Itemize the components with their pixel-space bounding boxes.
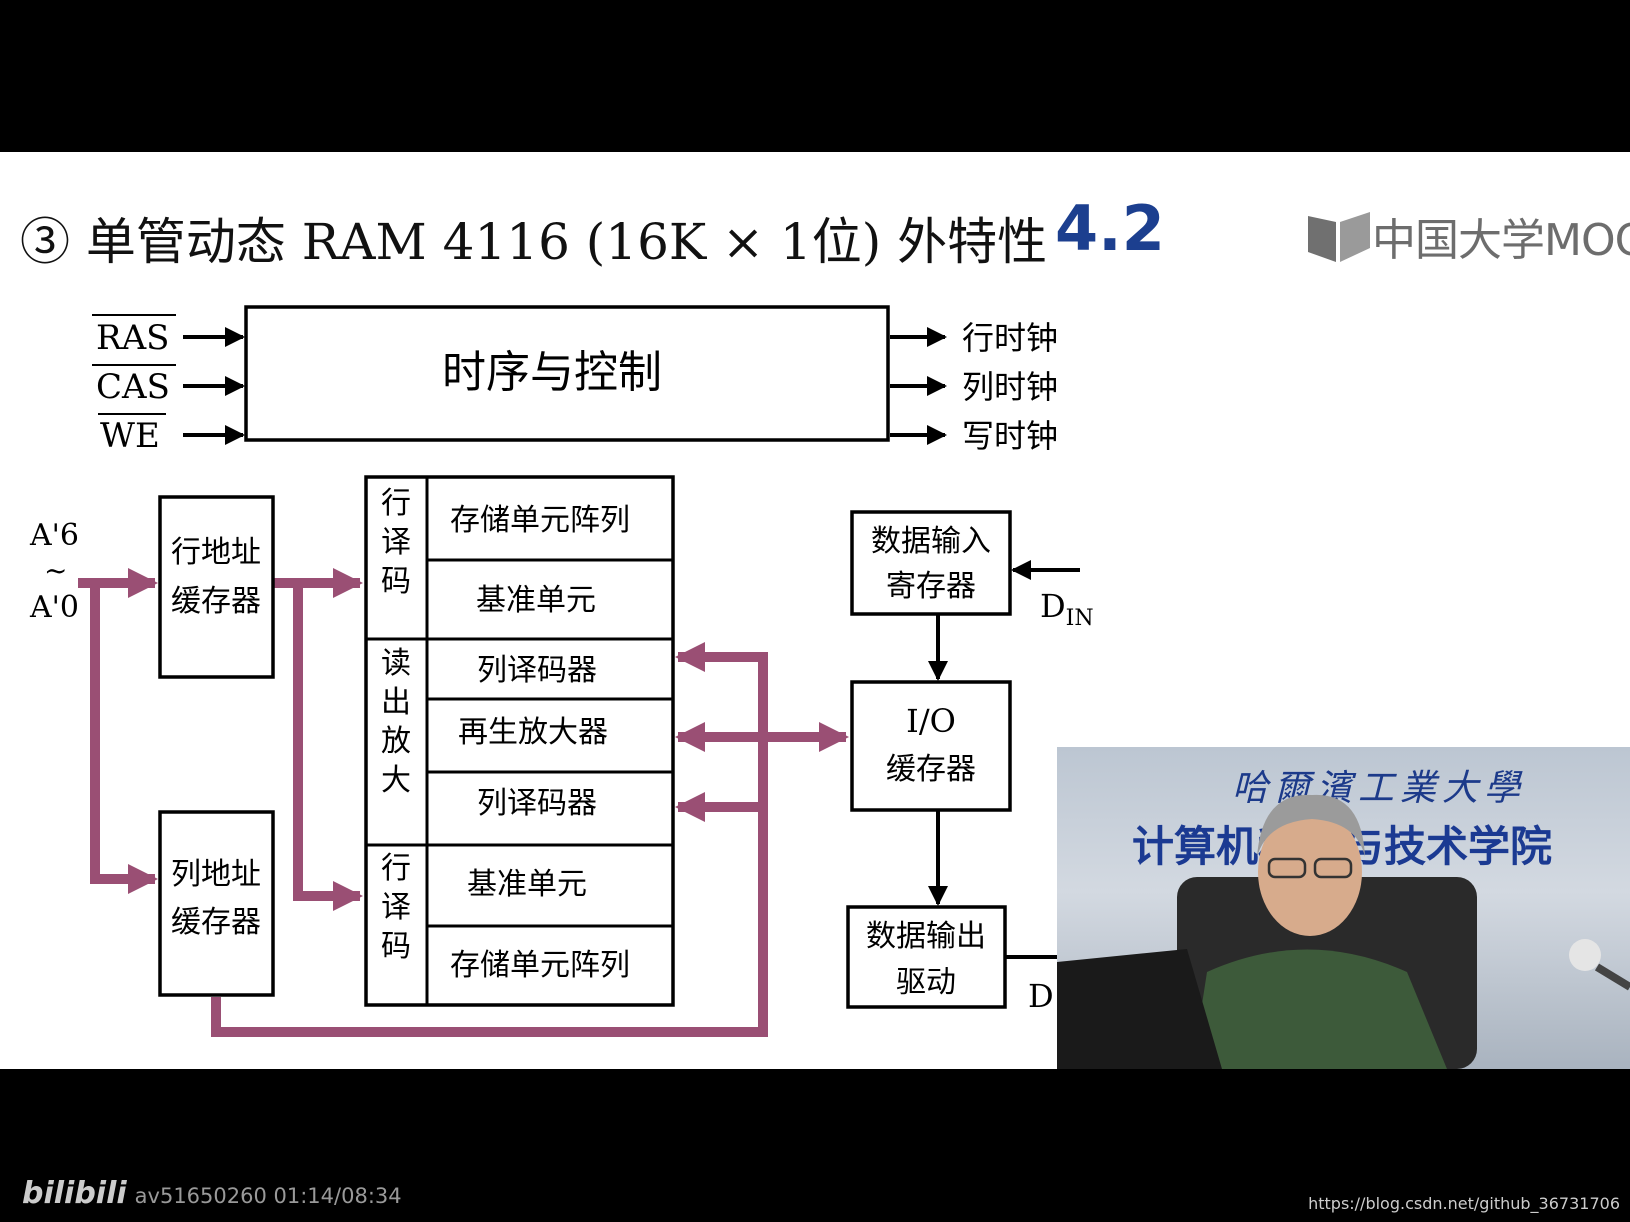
array-outline — [364, 475, 675, 1007]
sense-amp-char1: 读 — [381, 646, 411, 681]
row-decoder-bottom-char1: 行 — [381, 851, 411, 886]
row-decoder-top-char2: 译 — [381, 525, 411, 560]
din-subscript: IN — [1066, 606, 1094, 631]
row-clock-label: 行时钟 — [962, 319, 1058, 357]
lecturer-video[interactable]: 哈爾濱工業大學 计算机科学与技术学院 — [1057, 747, 1630, 1069]
memory-cell-array-bottom: 存储单元阵列 — [450, 948, 630, 983]
control-inputs: RAS CAS WE — [92, 314, 245, 456]
mooc-logo: 中国大学MOOC — [1306, 204, 1630, 268]
reference-cell-bottom: 基准单元 — [467, 867, 587, 902]
data-path: 数据输入 寄存器 DIN I/O 缓存器 数据输出 驱动 D — [846, 510, 1094, 1015]
bus-to-col-buffer — [90, 583, 158, 894]
bilibili-logo: bilibili — [22, 1176, 127, 1211]
address-input: A'6 ~ A'0 — [29, 518, 79, 625]
row-decoder-bottom-char3: 码 — [381, 929, 411, 964]
row-buffer-line1: 行地址 — [171, 535, 261, 570]
university-banner: 哈爾濱工業大學 — [1232, 768, 1527, 809]
reference-cell-top: 基准单元 — [476, 583, 596, 618]
glasses-left — [1267, 857, 1307, 879]
din-label: DIN — [1040, 587, 1094, 631]
bus-to-row-decoder-bottom — [293, 583, 363, 911]
lecturer-shirt — [1192, 949, 1447, 1069]
memory-array-stack: 行 译 码 读 出 放 大 行 译 码 存储单元阵列 基准单元 列译码器 再生放… — [364, 475, 675, 1007]
col-buffer-line1: 列地址 — [171, 857, 261, 892]
lecturer-hair — [1257, 794, 1365, 857]
io-buffer-line2: 缓存器 — [886, 752, 976, 787]
sense-amp-char2: 出 — [381, 685, 411, 720]
data-output-driver-line2: 驱动 — [896, 965, 956, 1000]
col-buffer-line2: 缓存器 — [171, 905, 261, 940]
clock-outputs: 行时钟 列时钟 写时钟 — [890, 319, 1058, 455]
sense-amp-char4: 大 — [381, 763, 411, 798]
col-address-buffer — [158, 810, 275, 997]
player-footer: bilibili av51650260 01:14/08:34 — [22, 1176, 402, 1211]
microphone-stand — [1594, 963, 1630, 991]
timing-control-label: 时序与控制 — [442, 347, 662, 398]
sense-amp-char3: 放 — [381, 724, 411, 759]
watermark-url: https://blog.csdn.net/github_36731706 — [1308, 1194, 1620, 1213]
write-clock-label: 写时钟 — [962, 417, 1058, 455]
regenerative-amplifier: 再生放大器 — [458, 715, 608, 750]
data-input-register-line2: 寄存器 — [886, 569, 976, 604]
din-letter: D — [1040, 587, 1066, 625]
row-decoder-top-char3: 码 — [381, 564, 411, 599]
io-buffer-line1: I/O — [906, 702, 956, 740]
slide-title: ③ 单管动态 RAM 4116 (16K × 1位) 外特性 — [20, 213, 1048, 271]
section-number: 4.2 — [1055, 192, 1165, 265]
column-decoder-top: 列译码器 — [477, 653, 597, 688]
laptop-icon — [1057, 949, 1222, 1069]
ras-label: RAS — [96, 318, 169, 358]
slide: ③ 单管动态 RAM 4116 (16K × 1位) 外特性 4.2 中国大学M… — [0, 152, 1630, 1069]
column-decoder-bottom: 列译码器 — [477, 786, 597, 821]
row-buffer-line2: 缓存器 — [171, 584, 261, 619]
data-output-driver-line1: 数据输出 — [866, 919, 986, 954]
row-decoder-bottom-char2: 译 — [381, 890, 411, 925]
data-input-register — [850, 510, 1012, 616]
address-a6-label: A'6 — [29, 518, 79, 553]
video-info: av51650260 01:14/08:34 — [134, 1184, 402, 1208]
lecturer-figure — [1057, 794, 1630, 1069]
memory-cell-array-top: 存储单元阵列 — [450, 503, 630, 538]
bus-col-addr-to-col-decoder-top — [211, 642, 768, 1037]
dram-diagram: RAS CAS WE 时序与控制 行时钟 列时钟 写时钟 A'6 ~ A'0 — [29, 305, 1094, 1037]
row-address-buffer — [158, 495, 275, 679]
glasses-right — [1313, 857, 1353, 879]
address-tilde: ~ — [44, 554, 67, 587]
address-data-buses — [78, 568, 849, 1037]
book-icon — [1308, 212, 1370, 262]
microphone-icon — [1569, 939, 1601, 971]
row-decoder-top-char1: 行 — [381, 486, 411, 521]
mooc-logo-text: 中国大学MOOC — [1372, 215, 1630, 266]
we-label: WE — [100, 416, 160, 456]
address-a0-label: A'0 — [29, 590, 79, 625]
io-buffer — [850, 680, 1012, 812]
dout-label: D — [1028, 977, 1054, 1015]
lecturer-face — [1258, 808, 1362, 936]
data-input-register-line1: 数据输入 — [871, 524, 991, 559]
cas-label: CAS — [96, 367, 170, 407]
timing-control-block — [244, 305, 890, 442]
col-clock-label: 列时钟 — [962, 368, 1058, 406]
